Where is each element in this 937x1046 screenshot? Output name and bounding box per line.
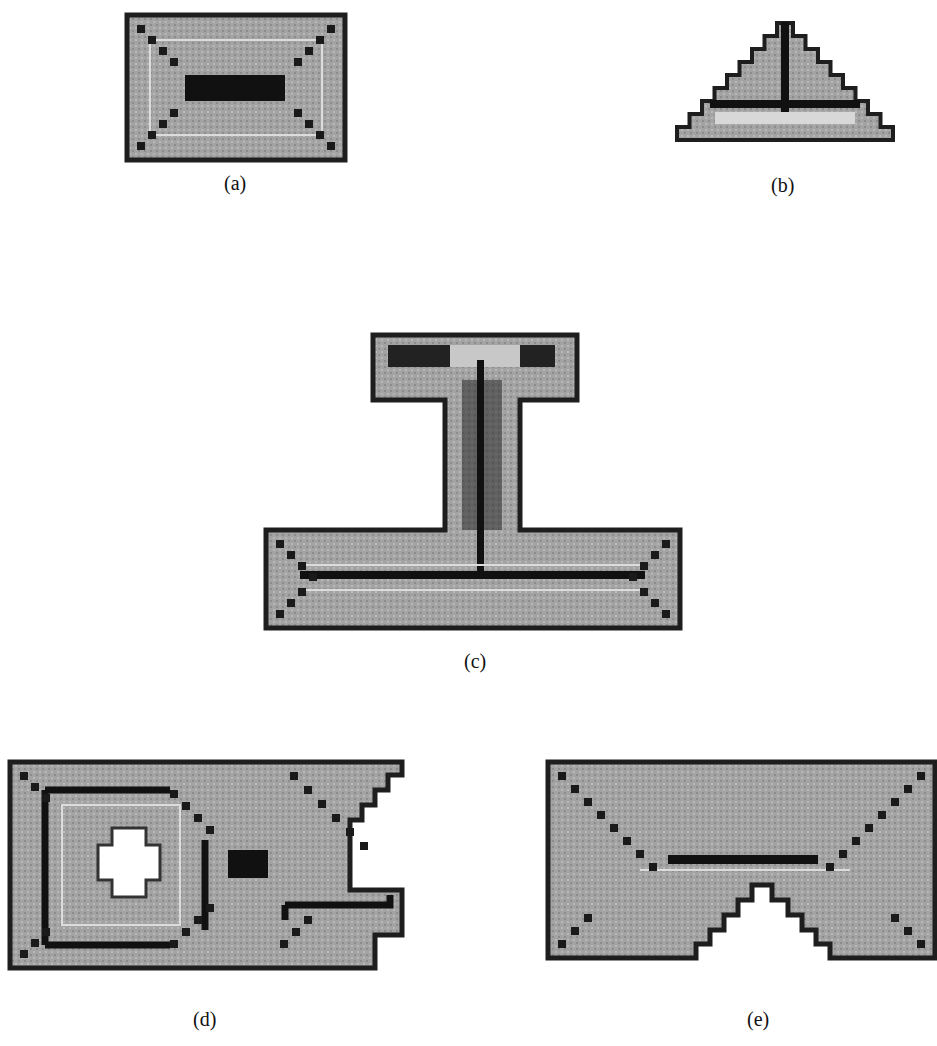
pixel-square bbox=[31, 783, 39, 791]
pixel-square bbox=[298, 562, 306, 570]
pixel-square bbox=[316, 36, 324, 44]
pixel-square bbox=[194, 916, 202, 924]
pixel-square bbox=[276, 610, 284, 618]
pixel-square bbox=[194, 814, 202, 822]
pixel-square bbox=[137, 25, 145, 33]
pixel-square bbox=[651, 599, 659, 607]
pixel-square bbox=[276, 540, 284, 548]
figure-label: (b) bbox=[771, 174, 794, 197]
pixel-square bbox=[327, 25, 335, 33]
pixel-square bbox=[852, 837, 860, 845]
pixel-square bbox=[31, 939, 39, 947]
pixel-square bbox=[42, 928, 50, 936]
pixel-square bbox=[309, 573, 317, 581]
figure-label: (e) bbox=[747, 1008, 769, 1031]
pixel-square bbox=[623, 837, 631, 845]
pixel-square bbox=[137, 142, 145, 150]
pixel-square bbox=[20, 772, 28, 780]
pixel-square bbox=[610, 824, 618, 832]
pixel-square bbox=[206, 904, 214, 912]
pixel-square bbox=[826, 863, 834, 871]
pixel-square bbox=[360, 842, 368, 850]
pixel-square bbox=[904, 927, 912, 935]
pixel-square bbox=[318, 800, 326, 808]
pixel-square bbox=[629, 573, 637, 581]
pixel-square bbox=[280, 940, 288, 948]
pixel-square bbox=[917, 940, 925, 948]
pixel-square bbox=[170, 109, 178, 117]
shape-e bbox=[548, 762, 935, 958]
corner-squares bbox=[20, 25, 925, 958]
pixel-square bbox=[571, 927, 579, 935]
figure-label: (c) bbox=[464, 650, 486, 673]
pixel-square bbox=[332, 814, 340, 822]
pixel-square bbox=[304, 916, 312, 924]
shape-b bbox=[677, 22, 893, 140]
shape-c bbox=[266, 335, 680, 628]
pixel-square bbox=[571, 785, 579, 793]
pixel-square bbox=[170, 940, 178, 948]
pixel-square bbox=[839, 850, 847, 858]
pixel-square bbox=[305, 120, 313, 128]
pixel-square bbox=[42, 794, 50, 802]
pixel-square bbox=[878, 811, 886, 819]
base-bar bbox=[710, 100, 860, 108]
pixel-square bbox=[287, 551, 295, 559]
pixel-square bbox=[346, 828, 354, 836]
pixel-square bbox=[865, 824, 873, 832]
base-light bbox=[715, 112, 855, 124]
pixel-square bbox=[304, 786, 312, 794]
pixel-square bbox=[891, 914, 899, 922]
pixel-square bbox=[636, 850, 644, 858]
pixel-square bbox=[662, 540, 670, 548]
figure-label: (d) bbox=[193, 1008, 216, 1031]
stair-triangle bbox=[677, 23, 893, 140]
pixel-square bbox=[20, 950, 28, 958]
pixel-square bbox=[891, 798, 899, 806]
pixel-square bbox=[292, 928, 300, 936]
pixel-square bbox=[170, 790, 178, 798]
pixel-square bbox=[298, 588, 306, 596]
pixel-square bbox=[662, 610, 670, 618]
pixel-square bbox=[182, 928, 190, 936]
pixel-square bbox=[584, 914, 592, 922]
pixel-square bbox=[558, 940, 566, 948]
pixel-square bbox=[159, 120, 167, 128]
pixel-square bbox=[584, 798, 592, 806]
pixel-square bbox=[917, 772, 925, 780]
shape-a bbox=[127, 15, 345, 160]
pixel-square bbox=[649, 863, 657, 871]
pixel-square bbox=[640, 588, 648, 596]
pixel-square bbox=[182, 802, 190, 810]
pixel-square bbox=[597, 811, 605, 819]
figure-label: (a) bbox=[224, 172, 246, 195]
pixel-square bbox=[148, 131, 156, 139]
pixel-square bbox=[904, 785, 912, 793]
pixel-square bbox=[651, 551, 659, 559]
pixel-square bbox=[170, 58, 178, 66]
pixel-square bbox=[287, 599, 295, 607]
pixel-square bbox=[294, 58, 302, 66]
pixel-square bbox=[290, 772, 298, 780]
shape-d bbox=[10, 762, 402, 968]
pixel-square bbox=[206, 826, 214, 834]
pixel-square bbox=[640, 562, 648, 570]
pixel-square bbox=[305, 47, 313, 55]
pixel-square bbox=[148, 36, 156, 44]
pixel-square bbox=[327, 142, 335, 150]
pixel-square bbox=[558, 772, 566, 780]
pixel-square bbox=[316, 131, 324, 139]
pixel-square bbox=[159, 47, 167, 55]
pixel-square bbox=[294, 109, 302, 117]
